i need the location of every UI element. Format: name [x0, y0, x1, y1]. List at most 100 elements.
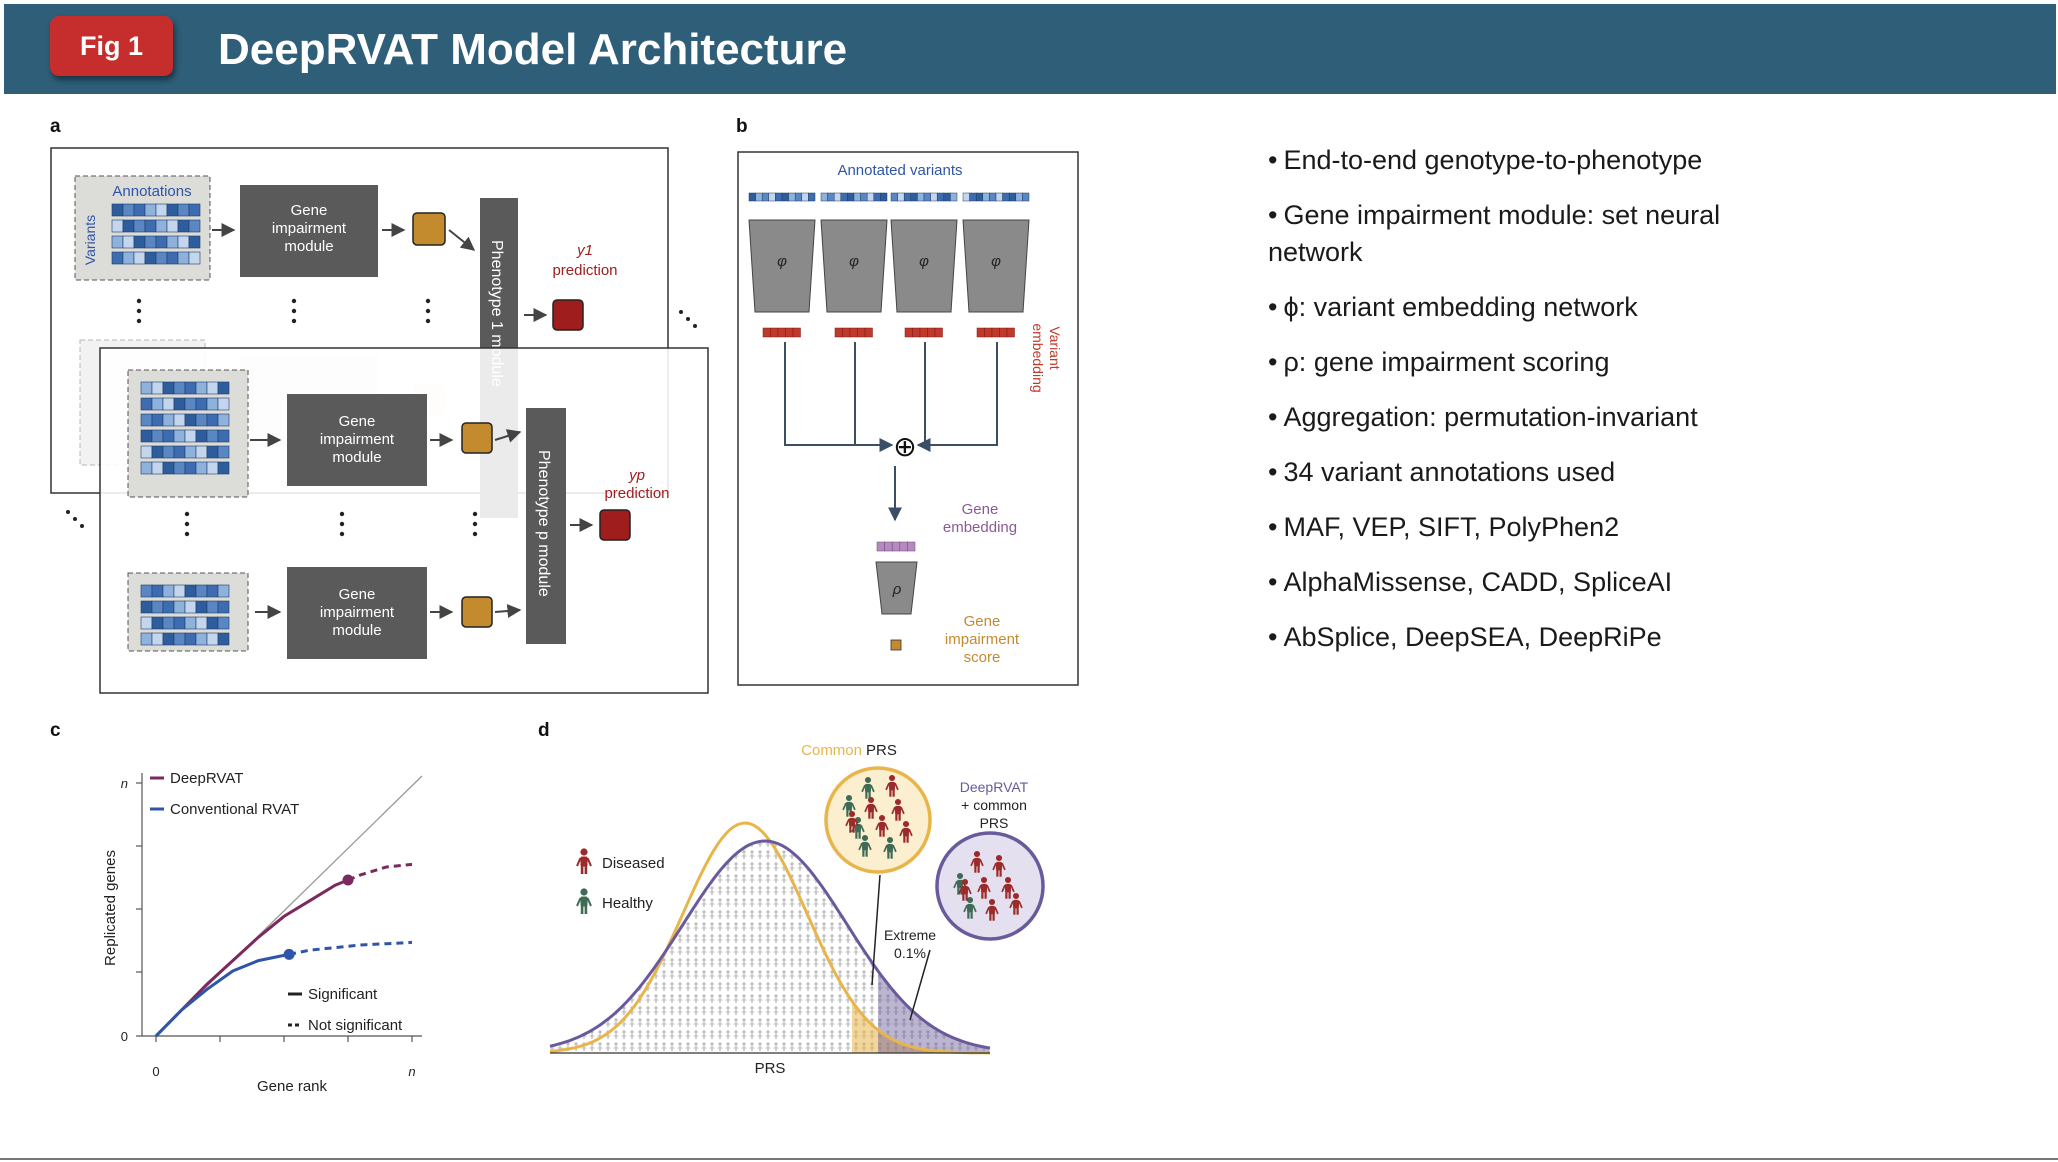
phi-label: φ	[849, 253, 859, 270]
series-line-significant	[154, 952, 290, 1038]
extreme-label: Extreme	[884, 927, 936, 943]
legend-conventional: Conventional RVAT	[170, 801, 299, 818]
bullet-item: •Aggregation: permutation-invariant	[1268, 399, 1788, 436]
bullet-dot: •	[1268, 145, 1278, 175]
bullet-text: Gene impairment module: set neural netwo…	[1268, 200, 1721, 267]
phi-network: φ	[962, 219, 1030, 313]
annotated-variant-strip	[748, 192, 816, 202]
y1-label: y1	[576, 242, 593, 259]
annotated-variant-strip	[820, 192, 888, 202]
gene-module-text: module	[332, 449, 381, 466]
annotated-variant-strip	[962, 192, 1030, 202]
legend-healthy: Healthy	[602, 895, 653, 912]
diseased-person-icon	[576, 848, 592, 874]
healthy-person-icon	[576, 888, 592, 914]
x-tick-0: 0	[152, 1064, 159, 1079]
variant-embedding-strip	[762, 327, 801, 338]
x-axis-label: Gene rank	[257, 1078, 328, 1095]
variant-embedding-strip	[976, 327, 1015, 338]
gene-score-box	[461, 596, 493, 628]
gene-module-text: Gene	[291, 202, 328, 219]
page-title: DeepRVAT Model Architecture	[218, 25, 848, 74]
gene-impairment-score-label: score	[964, 649, 1001, 666]
bullet-dot: •	[1268, 457, 1278, 487]
prediction-label: prediction	[552, 262, 617, 279]
series-line-not-significant	[347, 862, 413, 882]
gene-embedding-label: Gene	[962, 501, 999, 518]
bullet-dot: •	[1268, 622, 1278, 652]
people-icons	[842, 774, 1023, 921]
bullet-item: •ρ: gene impairment scoring	[1268, 344, 1788, 381]
gene-module-text: module	[284, 238, 333, 255]
deeprvat-prs-tail	[878, 971, 990, 1053]
bullet-item: •AlphaMissense, CADD, SpliceAI	[1268, 564, 1788, 601]
legend-diseased: Diseased	[602, 855, 665, 872]
bullet-dot: •	[1268, 347, 1278, 377]
bullet-dot: •	[1268, 512, 1278, 542]
bullet-text: MAF, VEP, SIFT, PolyPhen2	[1283, 512, 1620, 542]
variant-embedding-label: Variant	[1047, 326, 1063, 369]
fig-badge: Fig 1	[50, 16, 173, 76]
gene-impairment-module-1	[240, 185, 378, 277]
gene-impairment-score-label: Gene	[964, 613, 1001, 630]
deeprvat-prs-label: PRS	[980, 815, 1009, 831]
bullet-text: 34 variant annotations used	[1283, 457, 1616, 487]
population-distribution	[550, 841, 990, 1053]
bullet-dot: •	[1268, 200, 1278, 230]
header-bar	[4, 4, 2056, 94]
phi-network: φ	[820, 219, 888, 313]
phenotypep-label: Phenotype p module	[535, 450, 552, 597]
prediction-label: prediction	[604, 485, 669, 502]
annotated-variant-strip	[890, 192, 958, 202]
panel-c-letter: c	[50, 720, 61, 741]
rho-label: ρ	[892, 581, 902, 598]
bullet-text: ρ: gene impairment scoring	[1283, 347, 1610, 377]
bullet-item: •AbSplice, DeepSEA, DeepRiPe	[1268, 619, 1788, 656]
panel-b-letter: b	[736, 116, 748, 137]
legend-not-significant: Not significant	[308, 1017, 403, 1034]
y-axis-label: Replicated genes	[102, 850, 119, 966]
yp-label: yp	[628, 467, 645, 484]
bullet-text: AbSplice, DeepSEA, DeepRiPe	[1283, 622, 1662, 652]
gene-impairment-module-2	[287, 394, 427, 486]
common-prs-tail	[852, 1001, 990, 1053]
gene-module-text: module	[332, 622, 381, 639]
series-line-significant	[154, 878, 349, 1038]
variant-embedding-strip	[834, 327, 873, 338]
gene-module-text: impairment	[320, 604, 395, 621]
panel-a-diagram: Annotations Variants Gene impairment mod…	[50, 147, 709, 694]
deeprvat-prs-circle	[935, 831, 1045, 941]
variant-annotation-grid	[140, 381, 230, 475]
bullet-dot: •	[1268, 292, 1278, 322]
bullet-item: •MAF, VEP, SIFT, PolyPhen2	[1268, 509, 1788, 546]
gene-module-text: impairment	[272, 220, 347, 237]
bullet-text: End-to-end genotype-to-phenotype	[1283, 145, 1703, 175]
variant-embedding-label: embedding	[1030, 323, 1046, 392]
deeprvat-prs-label: DeepRVAT	[960, 779, 1029, 795]
phi-label: φ	[991, 253, 1001, 270]
bullet-text: Aggregation: permutation-invariant	[1283, 402, 1698, 432]
panel-d-letter: d	[538, 720, 550, 741]
gene-embedding-label: embedding	[943, 519, 1017, 536]
gene-module-text: impairment	[320, 431, 395, 448]
aggregation-oplus: ⊕	[893, 431, 916, 462]
series-line-not-significant	[288, 940, 413, 956]
annotations-label: Annotations	[112, 183, 191, 200]
phi-network: φ	[890, 219, 958, 313]
bullet-item: •34 variant annotations used	[1268, 454, 1788, 491]
variant-annotation-grid	[111, 203, 201, 265]
bottom-border	[0, 1158, 2058, 1160]
prediction-box-1	[552, 299, 584, 331]
prs-label: PRS	[866, 742, 897, 759]
significance-threshold-point	[342, 874, 354, 886]
gene-impairment-score-box	[890, 639, 902, 651]
phi-network: φ	[748, 219, 816, 313]
bullet-item: •Gene impairment module: set neural netw…	[1268, 197, 1788, 271]
significance-threshold-point	[283, 948, 295, 960]
bullet-item: •ϕ: variant embedding network	[1268, 289, 1788, 326]
rho-network	[875, 561, 918, 615]
phi-label: φ	[777, 253, 787, 270]
common-label: Common	[801, 742, 862, 759]
phi-label: φ	[919, 253, 929, 270]
